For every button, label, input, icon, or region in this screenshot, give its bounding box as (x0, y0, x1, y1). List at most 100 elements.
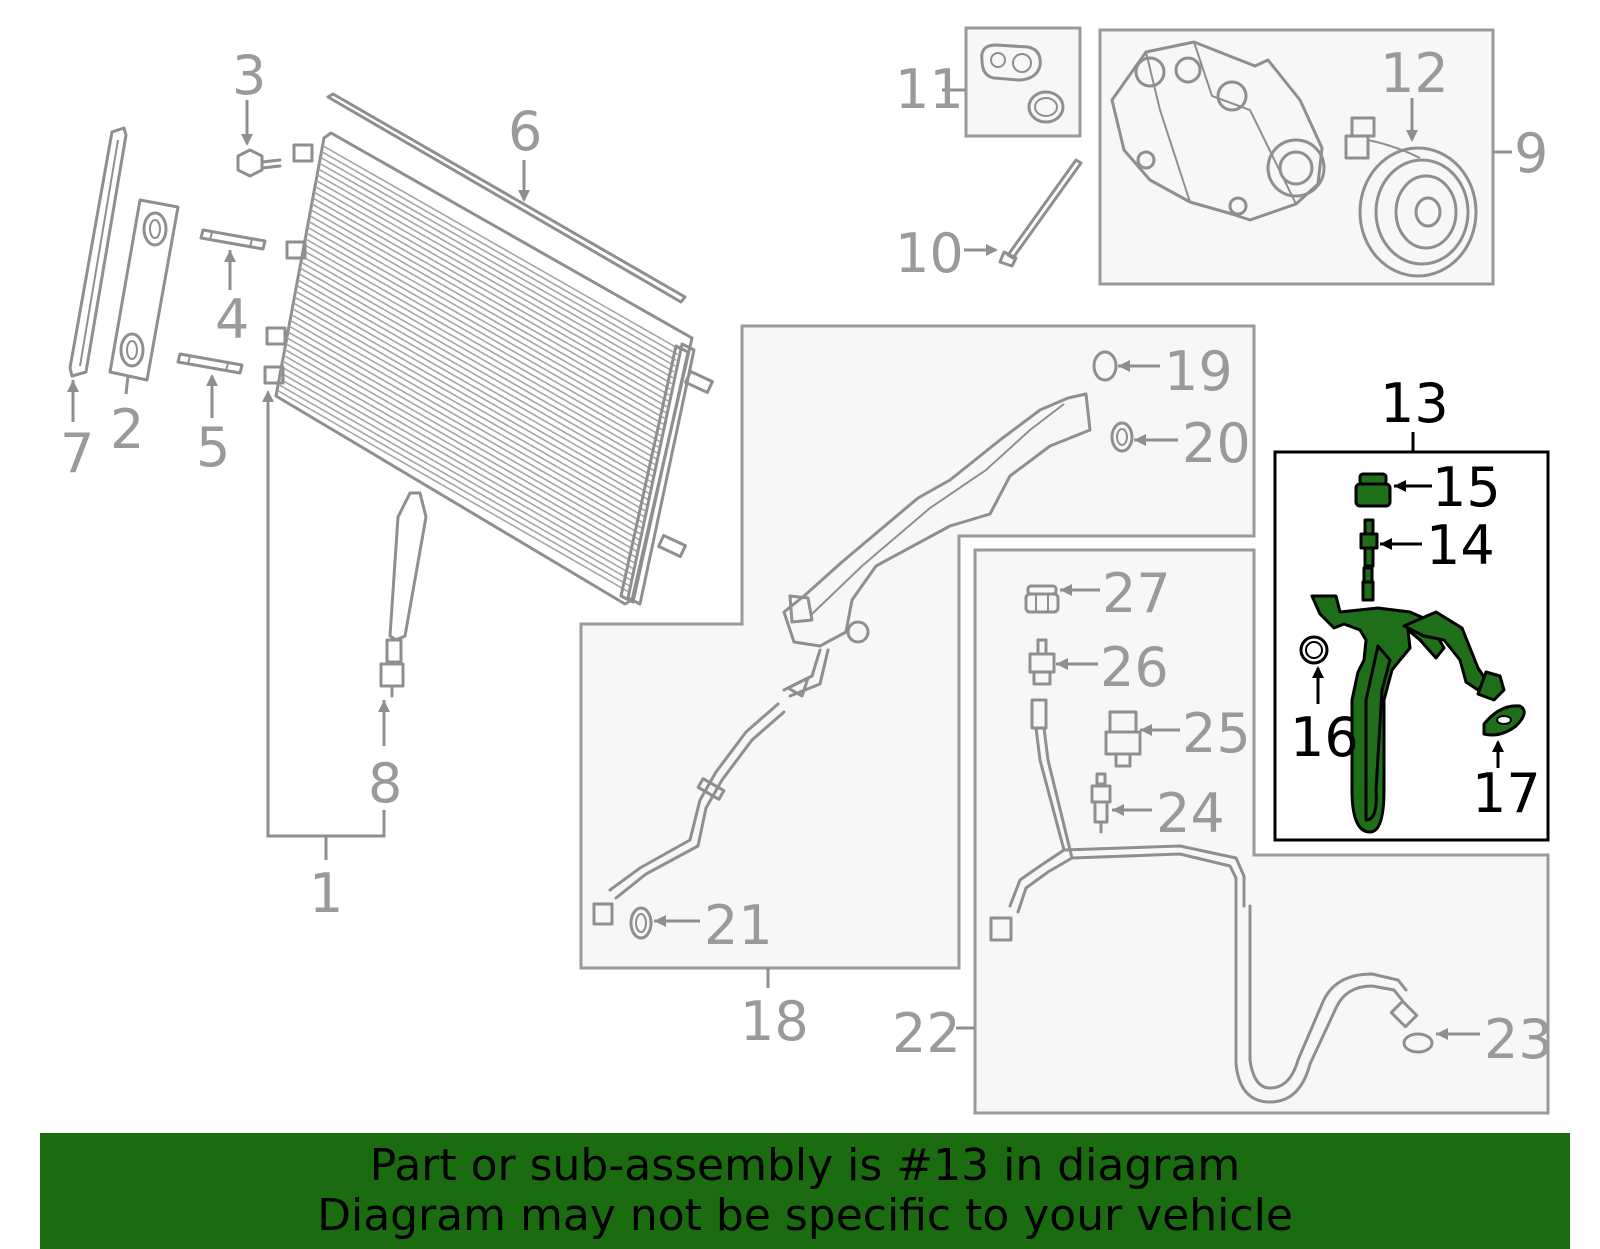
callout-11: 11 (895, 58, 964, 121)
condenser-fin (296, 284, 651, 489)
callout-1: 1 (309, 862, 343, 925)
callout-20: 20 (1182, 412, 1251, 475)
callout-9: 9 (1514, 122, 1548, 185)
part-10-bolt (998, 158, 1083, 268)
condenser-fin (302, 249, 658, 454)
condenser-fin (289, 319, 644, 524)
condenser-fin (294, 296, 649, 501)
condenser-fin (298, 273, 654, 477)
box-22 (973, 548, 1550, 1115)
condenser-fin (277, 383, 631, 588)
condenser-fin (307, 226, 663, 431)
condenser-fin (287, 331, 642, 535)
condenser-fin (309, 214, 666, 420)
condenser-fin (319, 162, 676, 367)
callout-2: 2 (110, 398, 144, 461)
condenser-fin (290, 313, 645, 518)
condenser-fin (317, 174, 674, 379)
part-9-compressor (1110, 40, 1478, 278)
leader-lines (67, 88, 1512, 1040)
callout-13: 13 (1380, 372, 1449, 435)
part-2-bracket (108, 198, 180, 382)
callout-23: 23 (1484, 1008, 1553, 1071)
condenser-fin (310, 209, 667, 414)
box-11 (964, 26, 1082, 138)
banner-line-1: Part or sub-assembly is #13 in diagram (369, 1140, 1241, 1191)
condenser-fin (313, 191, 670, 396)
condenser-fin (276, 389, 630, 593)
part-11-seals (980, 43, 1065, 124)
part-18-hose (592, 392, 1092, 926)
part-8-drier (379, 491, 428, 698)
condenser-fin (308, 220, 664, 425)
condenser-fin (312, 197, 669, 402)
part-13-hose-assembly (1310, 566, 1506, 834)
condenser-fin (286, 337, 641, 541)
condenser-fin (297, 278, 653, 483)
condenser-fin (279, 372, 634, 576)
condenser-fin (293, 302, 648, 506)
condenser-fin (305, 238, 661, 443)
condenser-fin (284, 348, 638, 553)
part-26-valve (1028, 638, 1056, 686)
part-27-cap (1024, 584, 1060, 614)
part-6-seal (326, 92, 687, 304)
part-5-pin (176, 352, 244, 375)
banner-line-2: Diagram may not be specific to your vehi… (317, 1190, 1293, 1241)
condenser-fin (322, 145, 680, 350)
part-20-oring (1110, 421, 1134, 453)
condenser-fin (295, 290, 650, 495)
callout-10: 10 (895, 222, 964, 285)
part-25-sensor (1104, 710, 1142, 768)
box-18 (579, 324, 1256, 970)
part-15-cap (1354, 472, 1392, 508)
part-3-bolt (236, 148, 282, 178)
condenser-fin (282, 360, 636, 564)
box-9 (1098, 28, 1495, 286)
part-24-switch (1090, 772, 1112, 834)
callout-18: 18 (740, 990, 809, 1053)
callout-7: 7 (60, 422, 94, 485)
callout-17: 17 (1472, 762, 1541, 825)
condenser-fin (283, 354, 637, 559)
condenser-fin (281, 366, 635, 570)
callout-15: 15 (1432, 456, 1501, 519)
callout-12: 12 (1380, 42, 1449, 105)
part-22-hose (989, 698, 1419, 1104)
callout-27: 27 (1102, 562, 1171, 625)
callout-16: 16 (1290, 706, 1359, 769)
callout-19: 19 (1164, 340, 1233, 403)
condenser-fin (299, 267, 655, 472)
callout-24: 24 (1156, 782, 1225, 845)
condenser-fin (288, 325, 643, 530)
condenser-fin (303, 244, 660, 449)
part-16-oring (1299, 635, 1329, 665)
callout-14: 14 (1426, 514, 1495, 577)
condenser-fin (321, 150, 679, 356)
callout-3: 3 (232, 44, 266, 107)
callout-21: 21 (704, 894, 773, 957)
callout-6: 6 (508, 100, 542, 163)
condenser-fin (314, 185, 671, 391)
condenser-fin (291, 308, 647, 512)
callout-4: 4 (215, 288, 249, 351)
callout-8: 8 (368, 752, 402, 815)
condenser-fin (301, 255, 657, 460)
part-4-pin (199, 228, 267, 251)
condenser-fin (306, 232, 662, 437)
part-14-valve-core (1359, 518, 1379, 568)
condenser-fin (300, 261, 656, 466)
callout-5: 5 (196, 416, 230, 479)
condenser-fin (315, 180, 673, 385)
condenser-fin (285, 342, 640, 547)
part-19-oring (1092, 350, 1118, 382)
part-21-oring (629, 906, 653, 940)
part-1-condenser (263, 131, 714, 606)
condenser-fin (318, 168, 675, 373)
condenser-fin (311, 203, 668, 408)
part-17-gasket (1482, 704, 1526, 737)
callout-25: 25 (1182, 702, 1251, 765)
part-7-seal-strip (68, 126, 128, 378)
callout-26: 26 (1100, 636, 1169, 699)
